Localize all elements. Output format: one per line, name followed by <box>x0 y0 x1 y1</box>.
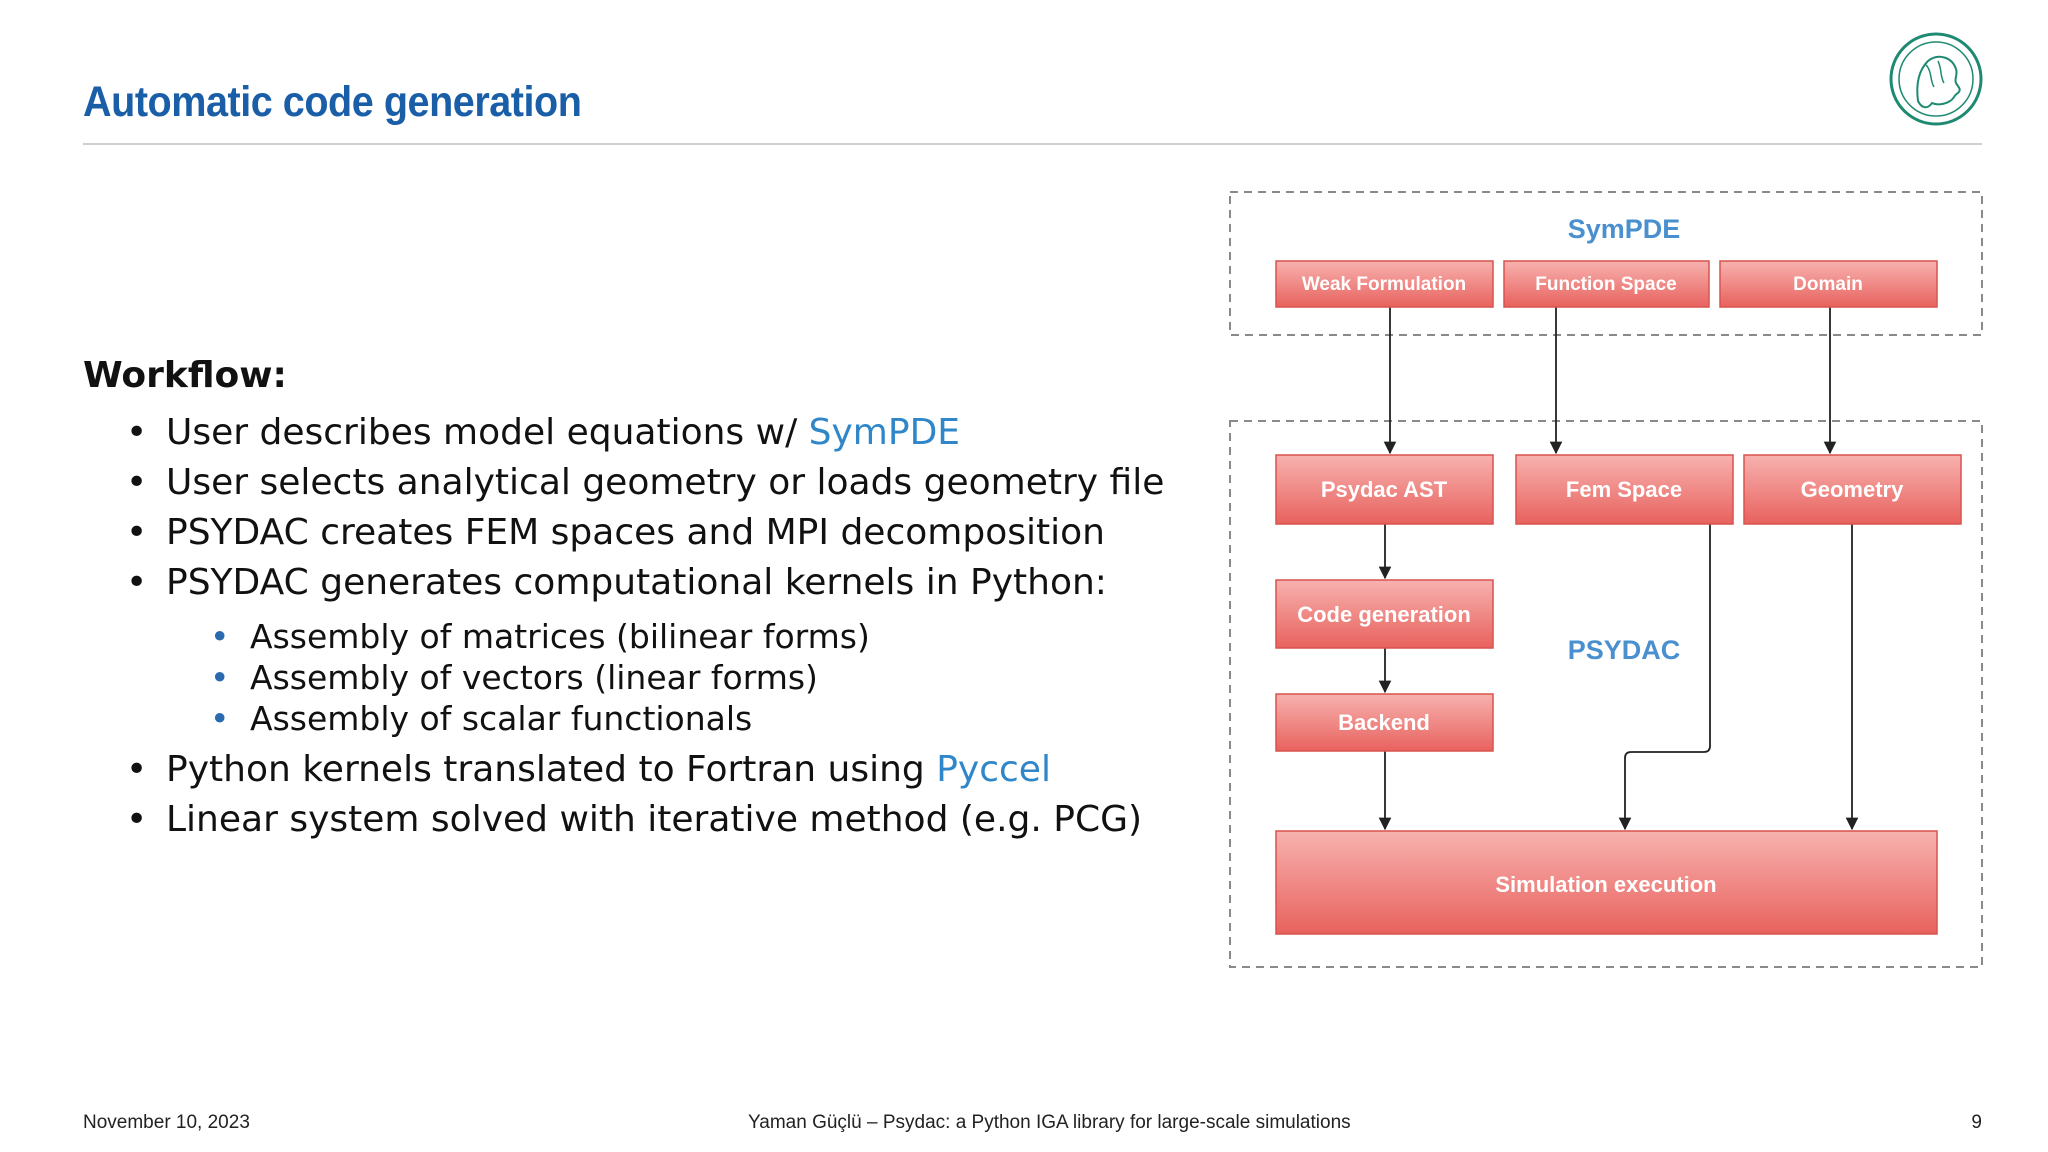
weak-formulation-node <box>1275 260 1494 308</box>
function-space-node <box>1503 260 1710 308</box>
sub-list-item: • Assembly of scalar functionals <box>0 698 1200 739</box>
list-item: • Python kernels translated to Fortran u… <box>0 745 1200 795</box>
sub-bullet-icon: • <box>210 617 230 656</box>
bullet-icon: • <box>126 749 148 790</box>
code-generation-label: Code generation <box>1297 602 1471 627</box>
psydac-group-label: PSYDAC <box>1568 635 1681 665</box>
workflow-list: • User describes model equations w/ SymP… <box>0 408 1200 845</box>
geometry-label: Geometry <box>1801 477 1904 502</box>
edge-fem-to-simulation <box>1618 524 1711 831</box>
footer-page-number: 9 <box>1971 1112 1982 1133</box>
sub-list-item: • Assembly of vectors (linear forms) <box>0 657 1200 698</box>
diagram-edges <box>1378 307 1859 831</box>
bullet-icon: • <box>126 799 148 840</box>
pyccel-link[interactable]: Pyccel <box>936 749 1051 790</box>
list-item: • User selects analytical geometry or lo… <box>0 458 1200 508</box>
sub-list-item: • Assembly of matrices (bilinear forms) <box>0 616 1200 657</box>
footer-date: November 10, 2023 <box>83 1112 250 1133</box>
simulation-execution-label: Simulation execution <box>1495 872 1716 897</box>
bullet-text: User describes model equations w/ <box>166 412 809 453</box>
bullet-icon: • <box>126 412 148 453</box>
psydac-group <box>1229 420 1983 968</box>
bullet-text: PSYDAC creates FEM spaces and MPI decomp… <box>166 512 1105 553</box>
bullet-icon: • <box>126 462 148 503</box>
title-divider <box>83 143 1982 145</box>
list-item: • Linear system solved with iterative me… <box>0 795 1200 845</box>
weak-formulation-label: Weak Formulation <box>1302 274 1466 295</box>
sub-bullet-text: Assembly of scalar functionals <box>250 699 753 738</box>
slide-title: Automatic code generation <box>83 78 582 126</box>
backend-node <box>1275 693 1494 752</box>
sub-bullet-text: Assembly of matrices (bilinear forms) <box>250 617 870 656</box>
bullet-text: PSYDAC generates computational kernels i… <box>166 562 1107 603</box>
psydac-ast-node <box>1275 454 1494 525</box>
max-planck-logo-icon <box>1889 32 1983 126</box>
diagram-nodes: Weak Formulation Function Space Domain P… <box>1275 260 1962 935</box>
bullet-text: User selects analytical geometry or load… <box>166 462 1165 503</box>
sub-bullet-icon: • <box>210 658 230 697</box>
psydac-ast-label: Psydac AST <box>1321 477 1448 502</box>
workflow-heading: Workflow: <box>83 355 287 396</box>
list-item: • PSYDAC creates FEM spaces and MPI deco… <box>0 508 1200 558</box>
function-space-label: Function Space <box>1535 274 1676 295</box>
domain-label: Domain <box>1793 274 1863 295</box>
fem-space-node <box>1515 454 1734 525</box>
footer-title: Yaman Güçlü – Psydac: a Python IGA libra… <box>748 1112 1351 1133</box>
simulation-execution-node <box>1275 830 1938 935</box>
bullet-text: Python kernels translated to Fortran usi… <box>166 749 937 790</box>
sub-list: • Assembly of matrices (bilinear forms) … <box>0 608 1200 745</box>
backend-label: Backend <box>1338 710 1430 735</box>
sympde-link[interactable]: SymPDE <box>808 412 961 453</box>
code-generation-node <box>1275 579 1494 649</box>
bullet-text: Linear system solved with iterative meth… <box>166 799 1143 840</box>
bullet-icon: • <box>126 512 148 553</box>
list-item: • User describes model equations w/ SymP… <box>0 408 1200 458</box>
bullet-icon: • <box>126 562 148 603</box>
geometry-node <box>1743 454 1962 525</box>
fem-space-label: Fem Space <box>1566 477 1682 502</box>
sub-bullet-text: Assembly of vectors (linear forms) <box>250 658 818 697</box>
list-item: • PSYDAC generates computational kernels… <box>0 558 1200 608</box>
domain-node <box>1719 260 1938 308</box>
sympde-group-label: SymPDE <box>1568 214 1681 244</box>
sub-bullet-icon: • <box>210 699 230 738</box>
